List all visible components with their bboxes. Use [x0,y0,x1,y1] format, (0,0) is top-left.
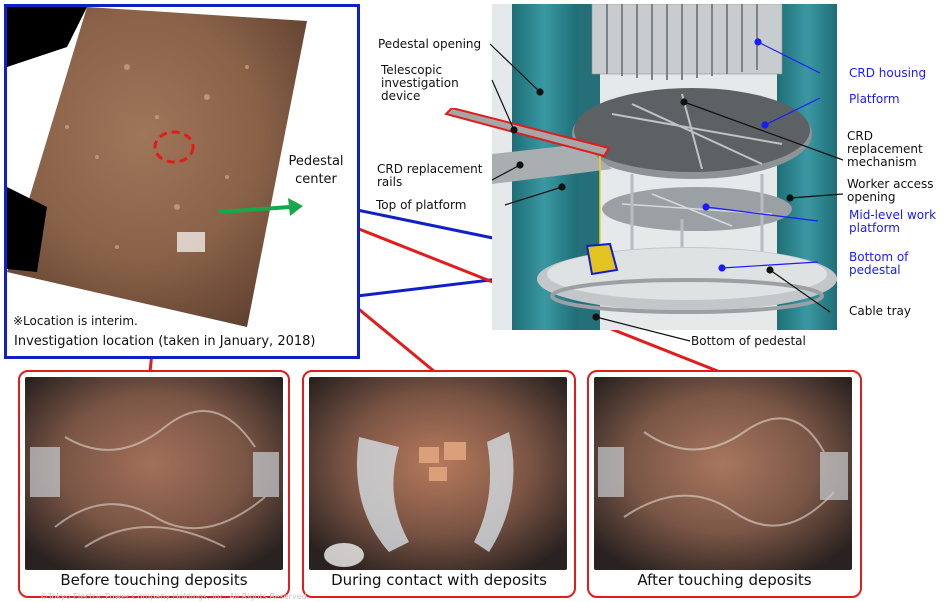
label-cable-tray: Cable tray [849,304,911,318]
photo-before [25,377,283,570]
label-platform: Platform [849,92,900,106]
caption-after: After touching deposits [637,571,812,589]
investigation-caption: Investigation location (taken in January… [14,334,316,349]
photo-during [309,377,567,570]
label-bottom-pedestal: Bottom of pedestal [691,334,806,348]
green-arrow-line [218,205,291,214]
label-telescopic: Telescopic investigation device [381,63,459,103]
interim-note: ※Location is interim. [13,314,138,328]
photo-after [594,377,852,570]
copyright-footer: ©Tokyo Electric Power Company Holdings, … [40,592,310,601]
label-pedestal-opening: Pedestal opening [378,37,482,51]
telescopic-device [444,108,611,158]
caption-before: Before touching deposits [60,571,248,589]
caption-during: During contact with deposits [331,571,547,589]
label-top-platform: Top of platform [376,198,467,212]
label-mid-level: Mid-level work platform [849,208,937,235]
label-crd-housing: CRD housing [849,66,927,80]
pedestal-diagram [492,4,837,330]
pedestal-center-label: Pedestal center [288,154,344,187]
label-crd-mechanism: CRD replacement mechanism [847,129,923,169]
label-bottom-pedestal-right: Bottom of pedestal [849,250,909,277]
label-worker-access: Worker access opening [847,177,934,204]
investigation-photo [7,7,357,327]
investigation-target [585,242,619,276]
investigated-spot [153,130,195,164]
label-crd-rails: CRD replacement rails [377,162,483,189]
green-arrow-head [288,198,303,216]
